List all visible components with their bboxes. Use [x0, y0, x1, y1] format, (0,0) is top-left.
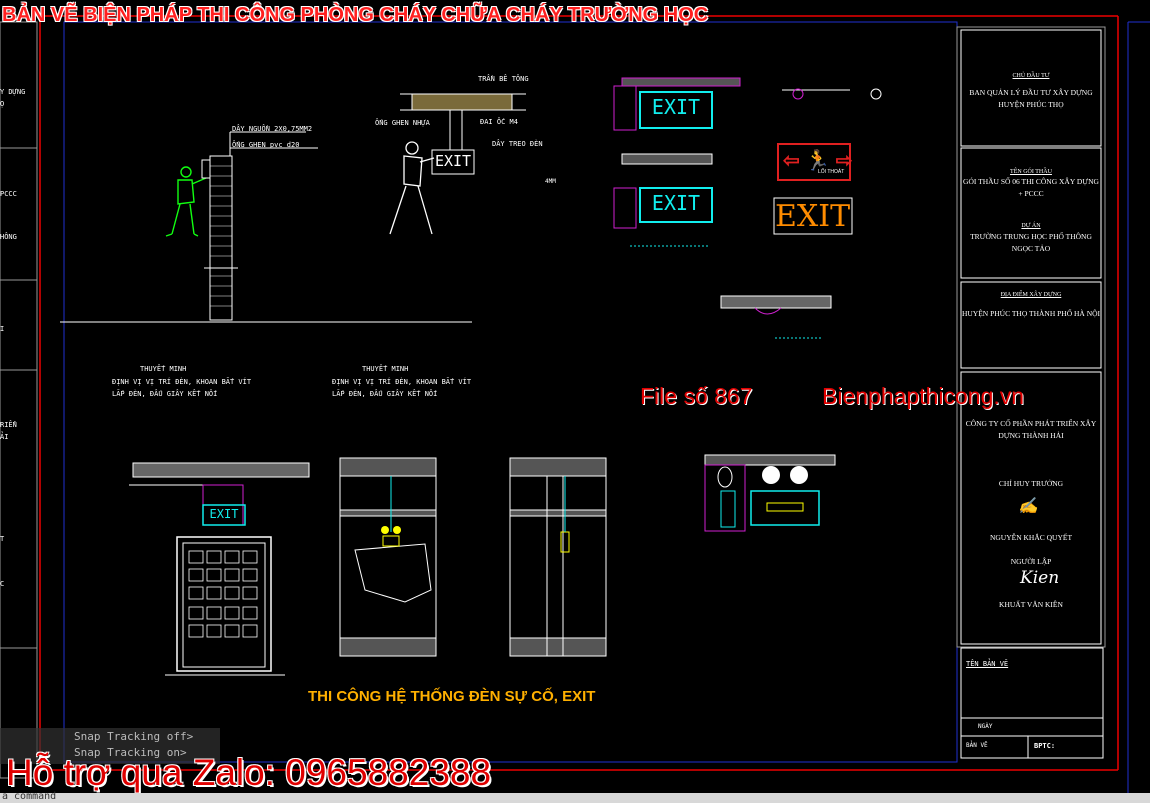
contractor-name: CÔNG TY CỔ PHẦN PHÁT TRIỂN XÂY DỰNG THÀN… [965, 419, 1097, 440]
manager-name: NGUYỄN KHẮC QUYẾT [989, 533, 1073, 542]
location-label: ĐỊA ĐIỂM XÂY DỰNG [1000, 292, 1062, 298]
left-fragment: C [0, 580, 5, 588]
left-fragment: Y DỰNG [0, 88, 26, 96]
command-input[interactable]: a command [0, 791, 1150, 803]
hanger-label: DÂY TREO ĐÈN [492, 140, 543, 148]
command-history-panel [0, 728, 220, 764]
date-label: NGÀY [978, 723, 993, 730]
manager-signature: ✍ [1018, 496, 1038, 515]
dim-label: 4MM [545, 178, 556, 185]
exit-sign-2: EXIT [651, 191, 701, 215]
ceiling-sections [339, 457, 607, 657]
cable-label: DÂY NGUỒN 2X0,75MM2 [232, 125, 313, 133]
website: Bienphapthicong.vn [822, 383, 1025, 409]
file-number: File số 867 [640, 383, 753, 409]
zalo-support: Hỗ trợ qua Zalo: 0965882388 [6, 752, 492, 793]
wall-mount-detail [60, 131, 472, 323]
drafter-label: NGƯỜI LẬP [1010, 557, 1052, 566]
exit-sign-details [613, 77, 741, 247]
big-exit-sign: EXIT [775, 199, 851, 234]
command-prompt: a command [2, 791, 57, 802]
exit-sign-outline: EXIT [434, 152, 472, 170]
slab-section [720, 295, 832, 339]
exit-ceiling-detail [389, 93, 526, 235]
left-fragment: PCCC [0, 190, 17, 198]
exit-sign-signage [773, 88, 882, 235]
exit-sign-1: EXIT [651, 95, 701, 119]
pipe-label: ỐNG GHEN NHỰA [375, 119, 430, 127]
note-line-2a: ĐỊNH VỊ VỊ TRÍ ĐÈN, KHOAN BẮT VÍT [332, 378, 472, 386]
package-label: TÊN GÓI THẦU [1010, 169, 1052, 175]
project-label: DỰ ÁN [1021, 223, 1041, 229]
left-fragment: ẢI [0, 433, 9, 441]
owner-label: CHỦ ĐẦU TƯ [1012, 73, 1050, 79]
left-fragment: HÔNG [0, 233, 17, 241]
left-fragment: T [0, 535, 5, 543]
left-fragment: Ọ [0, 100, 5, 108]
manager-label: CHỈ HUY TRƯỞNG [998, 479, 1064, 488]
thoat-label: LỐI THOÁT [818, 169, 845, 175]
package-name: GÓI THẦU SỐ 06 THI CÔNG XÂY DỰNG + PCCC [963, 177, 1099, 198]
left-fragment: I [0, 325, 5, 333]
sheet-code: BPTC: [1034, 742, 1056, 750]
page-title: BẢN VẼ BIỆN PHÁP THI CÔNG PHÒNG CHÁY CHỮ… [2, 4, 709, 26]
note-line-2b: LẮP ĐÈN, ĐẤU GIÂY KẾT NỐI [332, 390, 438, 398]
bolt-label: ĐAI ỐC M4 [480, 118, 518, 126]
section-title: THI CÔNG HỆ THỐNG ĐÈN SỰ CỐ, EXIT [308, 688, 596, 705]
sheet-label: BẢN VẼ [966, 742, 988, 749]
command-history-line-2: Snap Tracking on> [74, 746, 187, 759]
note-line-1a: ĐỊNH VỊ VỊ TRÍ ĐÈN, KHOAN BẮT VÍT [112, 378, 252, 386]
drafter-name: KHUẤT VĂN KIÊN [999, 600, 1063, 609]
note-title-1: THUYẾT MINH [140, 365, 187, 373]
location-name: HUYỆN PHÚC THỌ THÀNH PHỐ HÀ NỘI [961, 309, 1101, 318]
owner-name: BAN QUẢN LÝ ĐẦU TƯ XÂY DỰNG HUYỆN PHÚC T… [969, 88, 1093, 109]
door-exit-sign: EXIT [209, 507, 239, 521]
slab-label: TRẦN BÊ TÔNG [478, 75, 529, 83]
running-man-sign: ⇦ 🏃 ⇨ [783, 150, 853, 172]
note-line-1b: LẮP ĐÈN, ĐẤU GIÂY KẾT NỐI [112, 390, 218, 398]
project-name: TRƯỜNG TRUNG HỌC PHỔ THÔNG NGỌC TẢO [970, 232, 1092, 253]
command-history-line-1: Snap Tracking off> [74, 730, 194, 743]
emergency-light-detail [704, 454, 836, 532]
drafter-signature: Kien [1020, 568, 1060, 588]
left-fragment: RIỂN [0, 421, 17, 429]
note-title-2: THUYẾT MINH [362, 365, 409, 373]
drawing-name-label: TÊN BẢN VẼ [966, 660, 1009, 668]
door-elevation [129, 462, 310, 676]
conduit-label: ỐNG GHEN pvc d20 [232, 141, 300, 149]
